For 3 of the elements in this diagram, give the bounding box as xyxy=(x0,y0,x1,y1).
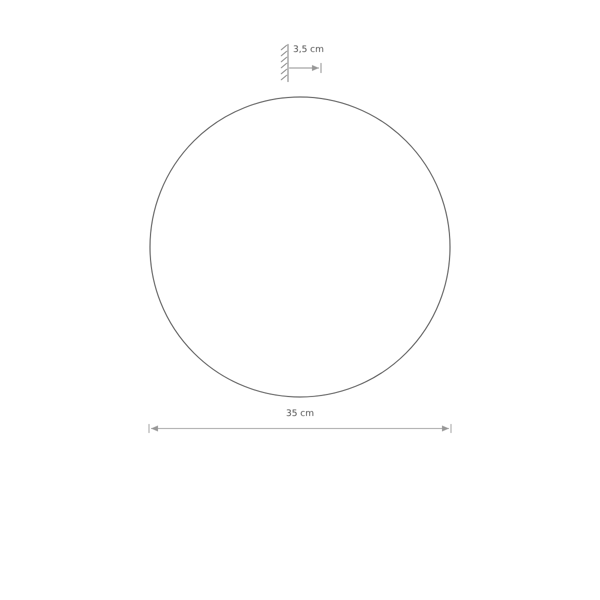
dimension-text: 3,5 cm xyxy=(293,45,324,56)
disc-outline xyxy=(150,96,450,398)
dimension-text: 35 cm xyxy=(286,409,314,420)
